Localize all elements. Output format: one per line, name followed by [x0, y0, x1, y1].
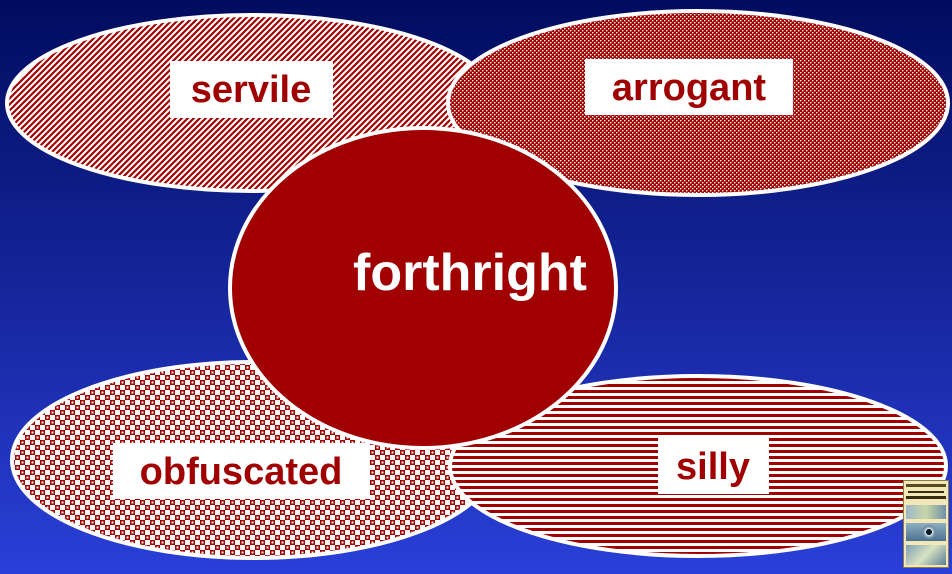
word-obfuscated: obfuscated [140, 451, 343, 493]
book-cover-icon [903, 480, 949, 568]
word-arrogant: arrogant [612, 67, 766, 109]
word-servile: servile [191, 69, 311, 111]
ellipse-forthright: forthright [230, 128, 616, 448]
word-forthright: forthright [353, 244, 587, 302]
word-silly: silly [676, 446, 750, 488]
